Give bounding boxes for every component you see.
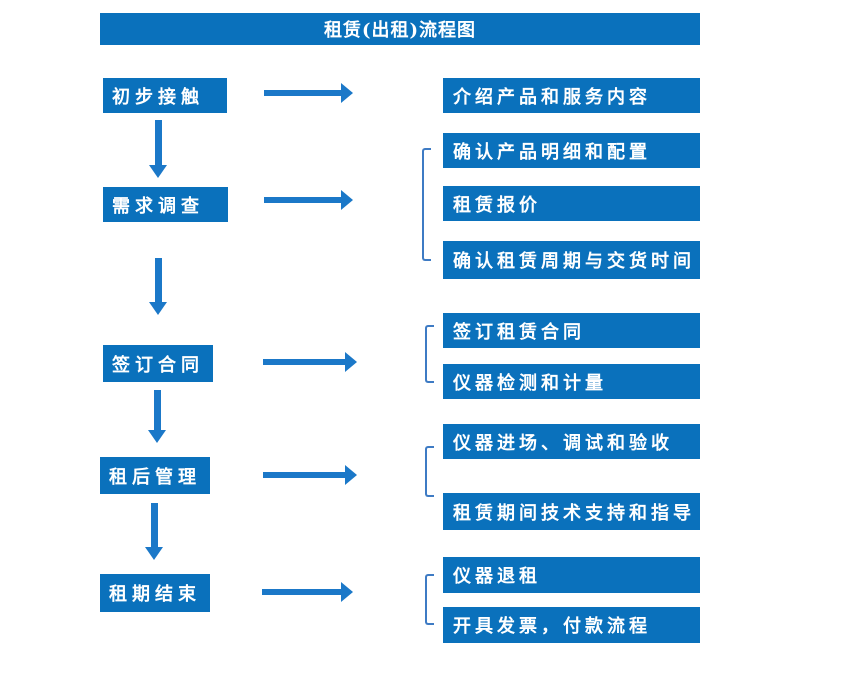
detail-introduce-products-services: 介绍产品和服务内容 — [443, 78, 700, 113]
step-post-rental-management: 租后管理 — [100, 457, 210, 494]
detail-sign-rental-contract: 签订租赁合同 — [443, 313, 700, 348]
detail-instrument-setup-acceptance: 仪器进场、调试和验收 — [443, 424, 700, 459]
down-arrow-icon — [148, 390, 166, 443]
detail-rental-quote: 租赁报价 — [443, 186, 700, 221]
group-bracket — [425, 325, 434, 383]
right-arrow-icon — [264, 190, 353, 210]
group-bracket — [425, 574, 434, 625]
detail-confirm-product-config: 确认产品明细和配置 — [443, 133, 700, 168]
down-arrow-icon — [149, 258, 167, 315]
title-bar: 租赁(出租)流程图 — [100, 13, 700, 45]
step-demand-survey: 需求调查 — [103, 187, 228, 222]
group-bracket — [425, 446, 434, 497]
group-bracket — [422, 148, 431, 261]
right-arrow-icon — [263, 465, 357, 485]
right-arrow-icon — [264, 83, 353, 103]
page-title: 租赁(出租)流程图 — [323, 20, 477, 41]
detail-instrument-testing-metering: 仪器检测和计量 — [443, 364, 700, 399]
detail-confirm-rental-period-delivery: 确认租赁周期与交货时间 — [443, 241, 700, 279]
step-sign-contract: 签订合同 — [103, 345, 213, 382]
step-rental-end: 租期结束 — [100, 574, 210, 612]
detail-instrument-return: 仪器退租 — [443, 557, 700, 593]
right-arrow-icon — [262, 582, 353, 602]
step-initial-contact: 初步接触 — [103, 78, 227, 113]
right-arrow-icon — [263, 352, 357, 372]
detail-invoice-payment: 开具发票，付款流程 — [443, 607, 700, 643]
down-arrow-icon — [145, 503, 163, 560]
down-arrow-icon — [149, 120, 167, 178]
detail-tech-support-guidance: 租赁期间技术支持和指导 — [443, 493, 700, 530]
